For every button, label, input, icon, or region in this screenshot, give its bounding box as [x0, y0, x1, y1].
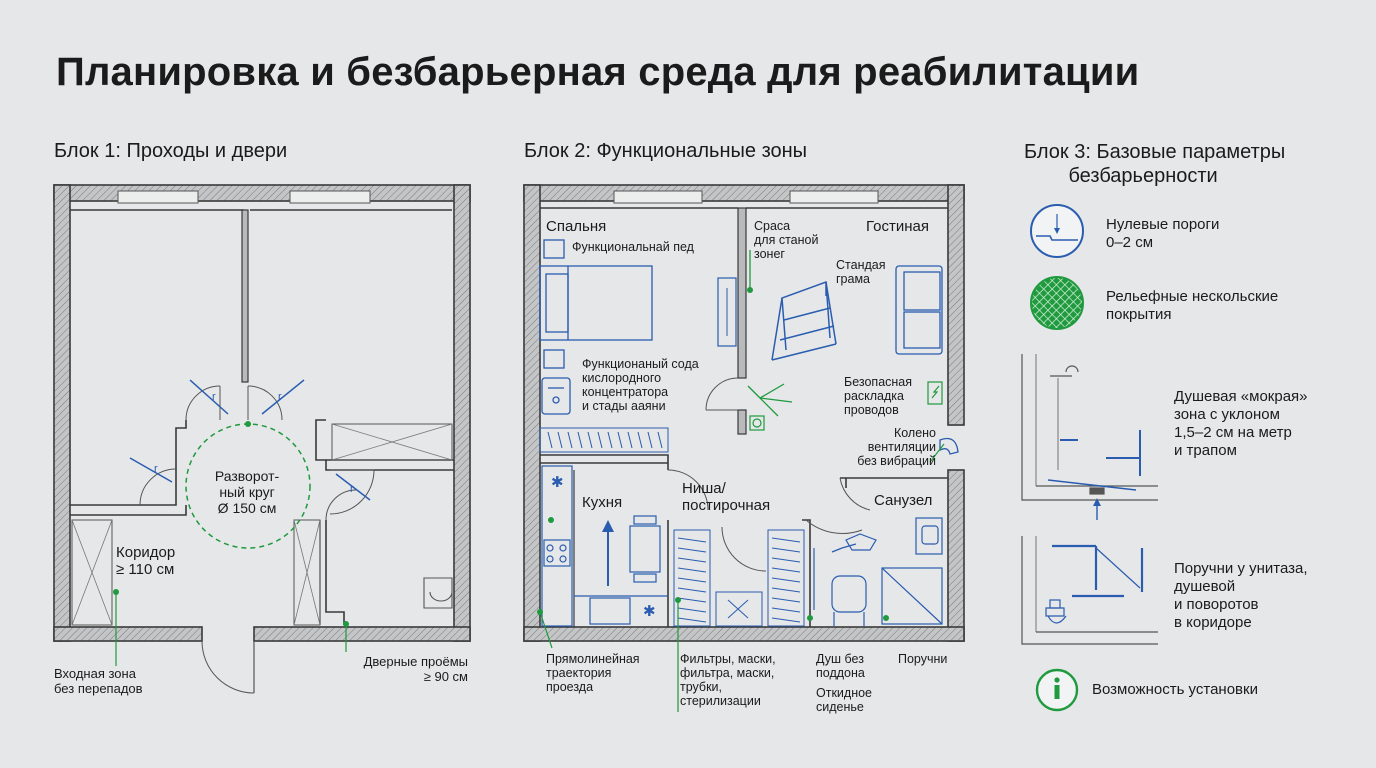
storage-hatch-line — [677, 617, 707, 623]
niche-label: Ниша/ постирочная — [682, 480, 771, 514]
storage-hatch-line — [771, 597, 801, 603]
storage-hatch-line — [587, 431, 593, 449]
vent-elbow-icon — [939, 437, 959, 455]
functional-bed — [539, 239, 653, 369]
storage-hatch-line — [771, 547, 801, 553]
entry-zone-label: Входная зона без перепадов — [54, 666, 143, 696]
filters-label: Фильтры, маски, фильтра, маски, трубки, … — [680, 652, 776, 708]
living-room-label: Гостиная — [866, 218, 929, 235]
storage-hatch-line — [677, 567, 707, 573]
zone-note-label: Сраса для станой зонег — [754, 219, 819, 261]
vent-label: Колено вентиляции без вибраций — [857, 426, 936, 468]
legend-threshold-label: Нулевые пороги 0–2 см — [1106, 216, 1220, 251]
storage-hatch-line — [771, 577, 801, 583]
storage-hatch-line — [771, 537, 801, 543]
storage-hatch-line — [677, 607, 707, 613]
non-slip-floor-icon — [1030, 276, 1084, 330]
bathroom-label: Санузел — [874, 492, 933, 509]
block1-heading: Блок 1: Проходы и двери — [54, 140, 288, 162]
storage-hatch-line — [597, 431, 603, 449]
svg-text:r: r — [278, 391, 282, 403]
storage-hatch-line — [677, 577, 707, 583]
storage-hatch-line — [677, 597, 707, 603]
kitchen-furniture — [541, 465, 668, 627]
storage-hatch-line — [627, 431, 633, 449]
bedroom-label: Спальня — [546, 218, 607, 235]
storage-hatch-line — [607, 431, 613, 449]
bathroom-fixtures — [813, 517, 943, 626]
standing-frame-icon — [771, 280, 837, 361]
wet-shower-icon — [1021, 354, 1158, 520]
storage-hatch-line — [567, 431, 573, 449]
legend-info-label: Возможность установки — [1092, 681, 1258, 698]
block3-heading: Блок 3: Базовые параметры безбарьерности — [1024, 141, 1286, 187]
door-width-arrows — [129, 379, 371, 501]
wiring-arrows — [747, 250, 793, 417]
storage-hatch-line — [771, 617, 801, 623]
kitchen-label: Кухня — [582, 494, 623, 511]
storage-hatch-line — [771, 567, 801, 573]
turning-circle-label: Разворот- ный круг Ø 150 см — [214, 468, 280, 516]
storage-hatch-line — [771, 587, 801, 593]
storage-hatch-line — [557, 431, 563, 449]
block1-walls — [53, 184, 471, 694]
legend-floor-label: Рельефные нескольские покрытия — [1106, 288, 1279, 323]
seat-label: Откидное сиденье — [816, 686, 872, 714]
svg-text:r: r — [212, 391, 216, 403]
storage-hatch-line — [677, 537, 707, 543]
legend-shower-label: Душевая «мокрая» зона с уклоном 1,5–2 см… — [1174, 388, 1308, 459]
storage-hatch-line — [677, 547, 707, 553]
bed-label: Функциональнай пед — [572, 240, 694, 254]
block2-heading: Блок 2: Функциональные зоны — [524, 140, 808, 162]
doorways-label: Дверные проёмы ≥ 90 см — [363, 654, 468, 684]
storage-hatch-line — [677, 557, 707, 563]
storage-hatch-line — [657, 431, 663, 449]
storage-hatch-line — [637, 431, 643, 449]
sofa — [895, 265, 943, 355]
storage-hatch-line — [647, 431, 653, 449]
svg-text:✱: ✱ — [551, 474, 564, 491]
threshold-icon — [1030, 204, 1084, 258]
rails-label: Поручни — [898, 652, 948, 666]
corridor-label: Коридор ≥ 110 см — [116, 544, 176, 578]
svg-text:✱: ✱ — [643, 603, 656, 620]
info-icon — [1035, 668, 1079, 712]
svg-text:r: r — [154, 463, 158, 475]
storage-hatch-line — [677, 587, 707, 593]
grab-bars-icon — [1021, 536, 1158, 645]
wiring-label: Безопасная раскладка проводов — [844, 375, 913, 417]
page-title: Планировка и безбарьерная среда для реаб… — [56, 50, 1140, 94]
storage-hatch-line — [547, 431, 553, 449]
storage-hatch-line — [577, 431, 583, 449]
outlet-icon — [749, 381, 943, 431]
storage-hatch-line — [771, 607, 801, 613]
equipment-label: Функционаный сода кислородного концентра… — [582, 357, 699, 413]
shower-label: Душ без поддона — [816, 652, 865, 680]
oxygen-concentrator-icon — [541, 377, 571, 415]
legend-grab-bars-label: Поручни у унитаза, душевой и поворотов в… — [1174, 560, 1308, 631]
path-label: Прямолинейная траектория проезда — [546, 652, 640, 694]
standing-frame-label: Стандая грама — [836, 258, 886, 286]
storage-hatch-line — [771, 557, 801, 563]
block2-walls — [523, 184, 965, 642]
svg-text:r: r — [350, 483, 354, 495]
storage-hatch-line — [617, 431, 623, 449]
